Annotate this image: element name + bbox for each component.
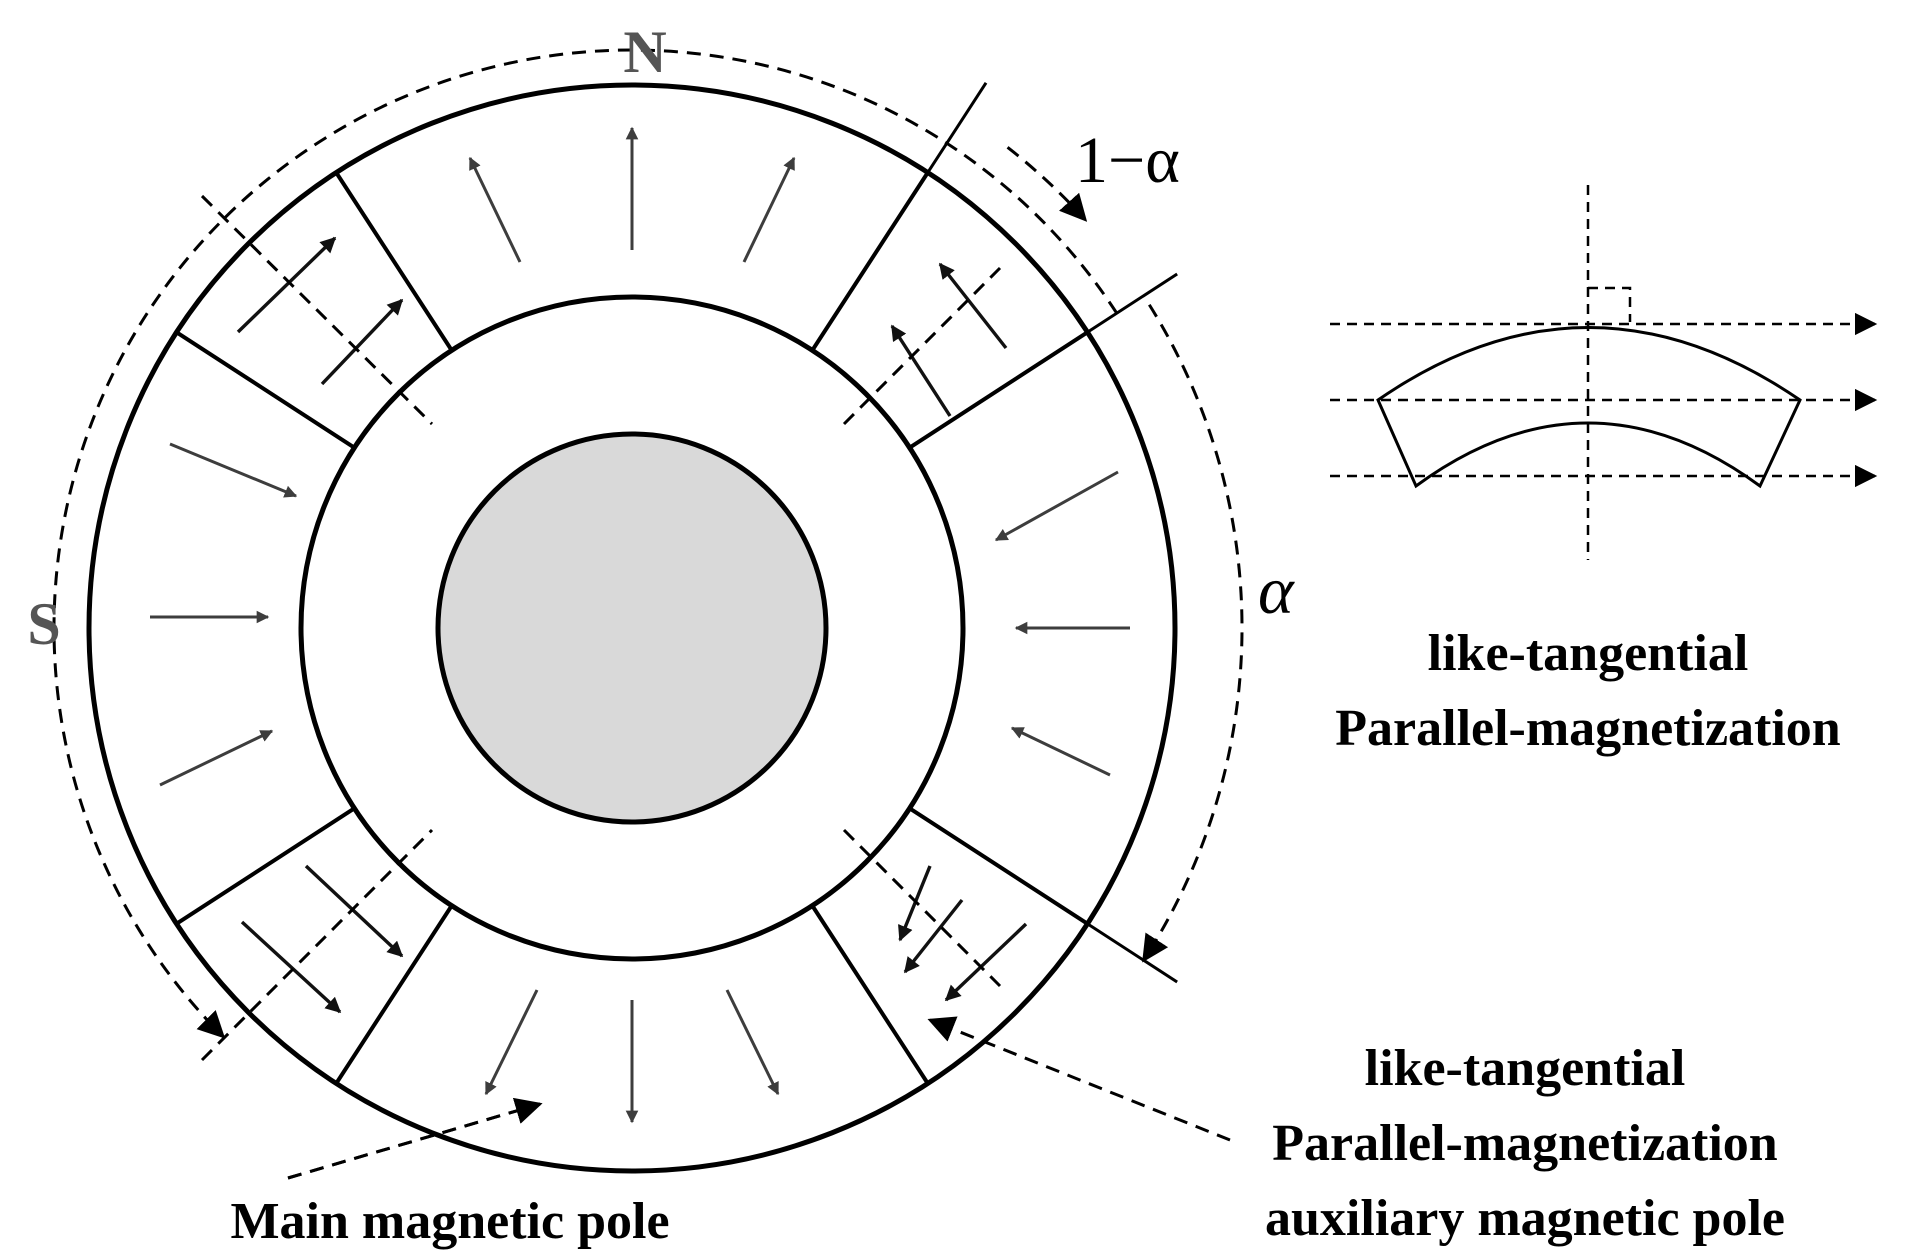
- shaft-core: [435, 431, 829, 825]
- alpha-label: α: [1258, 552, 1295, 628]
- segment-boundary-line: [908, 806, 1089, 926]
- main-pole-leader-arrow: [287, 1097, 543, 1180]
- magnetization-arrow: [938, 262, 1008, 350]
- magnetization-arrow: [1010, 726, 1111, 777]
- legend-magnet-segment: [1376, 326, 1802, 489]
- segment-boundary-line: [810, 171, 930, 352]
- aux-pole-label-line1: like-tangential: [1365, 1040, 1686, 1097]
- magnetization-arrow: [994, 470, 1119, 542]
- magnetization-arrow: [159, 729, 274, 787]
- parallel-magnetization-legend: like-tangential Parallel-magnetization: [1330, 185, 1878, 757]
- magnetization-arrow: [742, 156, 796, 263]
- magnetization-arrow: [903, 898, 964, 974]
- inner-magnet-circle: [298, 294, 966, 962]
- magnetization-arrow: [169, 442, 298, 498]
- segment-boundary-line: [334, 904, 454, 1085]
- angle-extension-line: [1086, 272, 1178, 334]
- aux-pole-leader-arrow: [927, 1016, 1231, 1142]
- segment-boundary-line: [810, 904, 930, 1085]
- magnetization-arrow: [468, 156, 522, 263]
- dashed-guide-line: [842, 266, 1002, 426]
- south-pole-label: S: [27, 591, 60, 657]
- magnetization-arrows: [150, 126, 1130, 1124]
- angle-extension-line: [1086, 922, 1178, 984]
- magnetization-arrow: [240, 920, 342, 1014]
- segment-boundary-line: [908, 330, 1089, 450]
- pole-span-arc: [52, 48, 1119, 1039]
- alpha-arc: [1142, 303, 1244, 963]
- right-angle-mark: [1588, 286, 1632, 322]
- aux-pole-label-line3: auxiliary magnetic pole: [1265, 1190, 1785, 1247]
- legend-text-line2: Parallel-magnetization: [1335, 700, 1841, 757]
- magnetization-arrow: [890, 324, 952, 417]
- one-minus-alpha-label: 1−α: [1075, 124, 1180, 197]
- north-pole-label: N: [623, 19, 666, 85]
- segment-boundary-line: [175, 806, 356, 926]
- rotor-ring: [86, 82, 1178, 1174]
- segment-boundary-line: [175, 330, 356, 450]
- magnetization-arrow: [236, 236, 337, 334]
- main-pole-label: Main magnetic pole: [230, 1193, 669, 1250]
- magnetization-arrow: [304, 864, 404, 958]
- segment-boundary-line: [334, 171, 454, 352]
- dashed-guide-line: [200, 828, 434, 1062]
- legend-text-line1: like-tangential: [1428, 625, 1749, 682]
- main-pole-leader: [287, 1102, 541, 1180]
- dashed-guide-line: [200, 194, 434, 426]
- one-minus-alpha-arc: [1006, 146, 1088, 222]
- outer-magnet-circle: [86, 82, 1178, 1174]
- magnetization-arrow: [725, 989, 780, 1096]
- dimension-guides: [52, 48, 1244, 1180]
- aux-pole-label-line2: Parallel-magnetization: [1272, 1115, 1778, 1172]
- magnetization-arrow: [944, 922, 1028, 1002]
- dashed-guide-line: [842, 828, 1002, 988]
- magnetization-arrow: [320, 298, 404, 386]
- segment-boundaries: [175, 171, 1089, 1085]
- magnetization-arrow: [484, 989, 539, 1096]
- angle-extension-line: [926, 82, 988, 174]
